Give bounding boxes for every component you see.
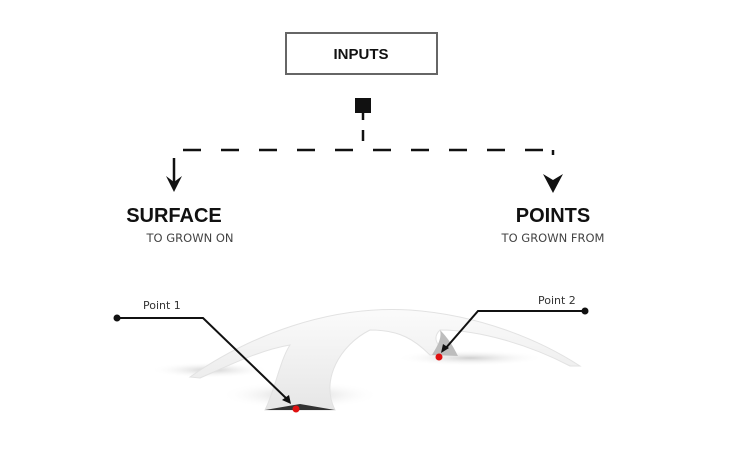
arrow-down-icon-surface bbox=[166, 176, 182, 192]
arrow-down-icon-points bbox=[543, 174, 563, 193]
grown-surface-render bbox=[150, 308, 582, 411]
callout-point-2: Point 2 bbox=[435, 294, 589, 361]
callout-point-1: Point 1 bbox=[113, 299, 300, 413]
source-node-square bbox=[355, 98, 371, 113]
point-marker-2 bbox=[435, 353, 443, 361]
callout-label-point-2: Point 2 bbox=[538, 294, 576, 307]
callout-label-point-1: Point 1 bbox=[143, 299, 181, 312]
inputs-box bbox=[285, 32, 438, 75]
dashed-connector bbox=[172, 113, 555, 182]
points-subtitle: TO GROWN FROM bbox=[501, 231, 605, 245]
points-title: POINTS bbox=[516, 205, 590, 227]
surface-title: SURFACE bbox=[126, 205, 222, 227]
surface-subtitle: TO GROWN ON bbox=[146, 231, 234, 245]
point-marker-1 bbox=[292, 405, 300, 413]
inputs-label: INPUTS bbox=[333, 46, 388, 63]
